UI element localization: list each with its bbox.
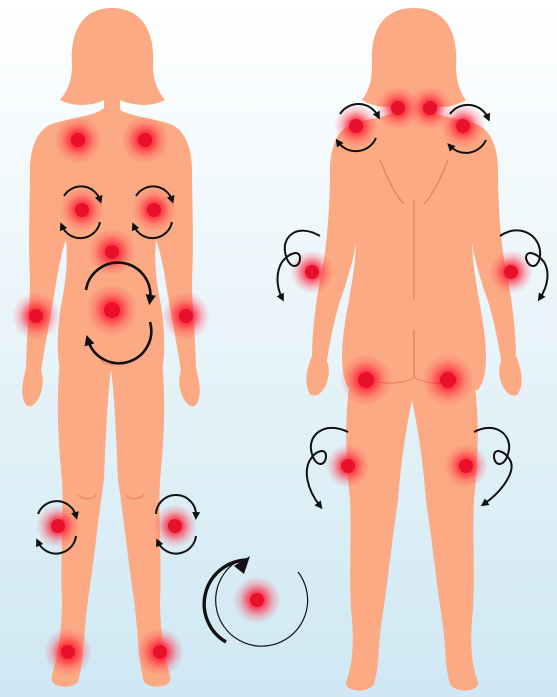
illustration-stage: [0, 0, 557, 697]
body-pain-illustration: [0, 0, 557, 697]
